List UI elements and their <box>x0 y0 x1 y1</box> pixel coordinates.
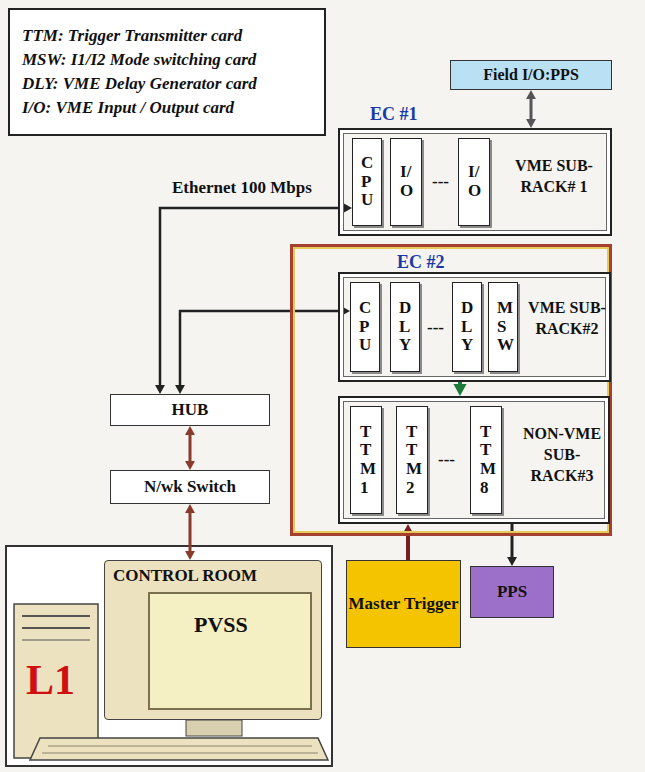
monitor-stand <box>186 720 242 736</box>
node-heading: EC #1 <box>370 104 418 125</box>
node-text: CONTROL ROOM <box>113 566 257 586</box>
card-slot: TTM 2 <box>396 406 428 514</box>
field-io-box: Field I/O:PPS <box>450 60 612 90</box>
node-text: EC #2 <box>397 252 445 273</box>
switch-box: N/wk Switch <box>110 470 270 504</box>
card-slot: CPU <box>352 138 382 226</box>
card-slot: TTM 8 <box>470 406 502 514</box>
card-slot: MSW <box>488 282 518 372</box>
node-text: MSW <box>497 299 498 355</box>
connector <box>175 306 350 394</box>
card-slot: I/O <box>458 138 490 226</box>
node-text: CPU <box>361 154 362 210</box>
arrow-head <box>185 504 195 513</box>
drive-bay <box>22 615 90 617</box>
connector-line <box>406 535 410 560</box>
arrow-head <box>507 557 517 566</box>
connector-line <box>189 434 192 462</box>
connector <box>155 203 352 394</box>
arrow-head <box>185 461 195 470</box>
slot-gap-mark: --- <box>438 450 455 470</box>
vme-subrack: VME SUB-RACK#2 CPU DLY DLY MSW <box>338 272 611 382</box>
keyboard-keys <box>42 753 318 754</box>
node-text: NON-VME SUB-RACK#3 <box>518 424 606 486</box>
arrow-head <box>526 90 536 99</box>
monitor-screen: PVSS <box>148 592 312 710</box>
connector <box>401 524 414 560</box>
node-text: TTM 8 <box>480 423 481 498</box>
node-text: VME SUB-RACK# 1 <box>502 156 606 198</box>
drive-bay <box>22 627 90 629</box>
arrow-head <box>185 551 195 560</box>
node-text: PPS <box>497 582 527 602</box>
legend-box: TTM: Trigger Transmitter cardMSW: I1/I2 … <box>8 8 326 136</box>
master-trigger-box: Master Trigger <box>346 560 461 648</box>
connector <box>185 426 195 470</box>
tower-label: L1 <box>26 656 75 704</box>
node-text: CPU <box>359 299 360 355</box>
arrow-head <box>175 385 185 394</box>
node-text: PVSS <box>194 612 248 638</box>
node-text: VME SUB-RACK#2 <box>526 298 608 340</box>
connector-line <box>511 524 514 558</box>
node-text: I/O <box>468 163 469 200</box>
keyboard <box>30 738 328 760</box>
control-room-frame <box>6 546 332 766</box>
node-text: HUB <box>172 400 209 420</box>
arrow-head <box>526 119 536 128</box>
arrow-head <box>453 384 466 396</box>
arrow-head <box>185 426 195 435</box>
node-text: N/wk Switch <box>144 477 236 497</box>
slot-gap-mark: --- <box>427 318 444 338</box>
connector-line <box>160 208 344 386</box>
connector <box>185 504 195 560</box>
drive-bay <box>22 640 90 641</box>
node-text: DLY <box>399 299 400 355</box>
card-slot: DLY <box>452 282 482 372</box>
node-heading: TTM: Trigger Transmitter card <box>22 24 312 48</box>
hub-box: HUB <box>110 394 270 426</box>
node-text: MSW: I1/I2 Mode switching card <box>22 48 312 72</box>
edge-label: Ethernet 100 Mbps <box>172 178 312 198</box>
card-slot: DLY <box>390 282 420 372</box>
keyboard-keys <box>48 746 312 747</box>
node-text: TTM 1 <box>360 423 361 498</box>
node-text: TTM 2 <box>406 423 407 498</box>
node-text: Master Trigger <box>349 593 459 614</box>
pps-box: PPS <box>470 566 554 618</box>
node-text: I/O <box>400 163 401 200</box>
node-text: DLY: VME Delay Generator card <box>22 72 312 96</box>
vme-subrack: EC #1VME SUB-RACK# 1CPUI/OI/O <box>338 128 612 236</box>
arrow-head <box>341 306 350 316</box>
node-text: DLY <box>461 299 462 355</box>
connector <box>507 524 517 566</box>
node-text: Field I/O:PPS <box>483 66 579 84</box>
connector-line <box>189 512 192 552</box>
connector <box>453 382 466 396</box>
monitor: CONTROL ROOM PVSS <box>104 560 322 720</box>
connector <box>526 90 536 128</box>
card-slot: I/O <box>390 138 422 226</box>
card-slot: CPU <box>350 282 380 372</box>
slot-gap-mark: --- <box>432 172 449 192</box>
node-text: I/O: VME Input / Output card <box>22 96 312 120</box>
pc-tower <box>14 604 98 758</box>
connector-line <box>180 311 342 386</box>
arrow-head <box>155 385 165 394</box>
non-vme-subrack: NON-VME SUB-RACK#3 TTM 1 TTM 2 TTM 8 <box>338 396 610 524</box>
connector-line <box>530 98 533 120</box>
controller-frame: EC #2 VME SUB-RACK#2 CPU DLY DLY MSW NON-VME S… <box>290 244 612 536</box>
card-slot: TTM 1 <box>350 406 382 514</box>
arrow-head <box>343 203 352 213</box>
